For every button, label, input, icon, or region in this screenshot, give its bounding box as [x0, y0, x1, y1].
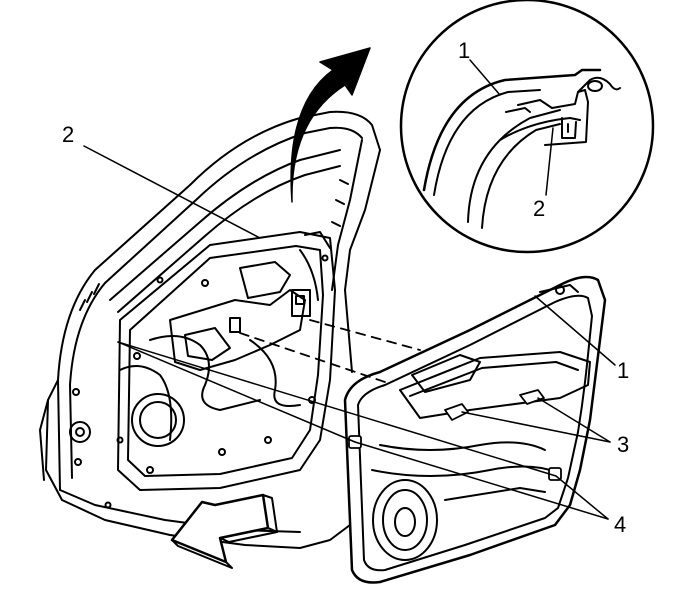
callout-3: 3	[617, 432, 630, 457]
inset-callout-1: 1	[458, 38, 471, 63]
inset-detail	[399, 0, 655, 254]
forward-direction-arrow-icon	[170, 493, 278, 569]
leader-lines	[83, 59, 616, 520]
callout-2: 2	[62, 122, 75, 147]
curved-arrow-icon	[290, 47, 371, 203]
door-trim-panel	[343, 275, 607, 584]
callout-4: 4	[614, 512, 627, 537]
inset-callout-2: 2	[533, 196, 546, 221]
alignment-lines	[239, 319, 421, 383]
door-frame	[39, 110, 381, 549]
callout-1: 1	[617, 358, 630, 383]
